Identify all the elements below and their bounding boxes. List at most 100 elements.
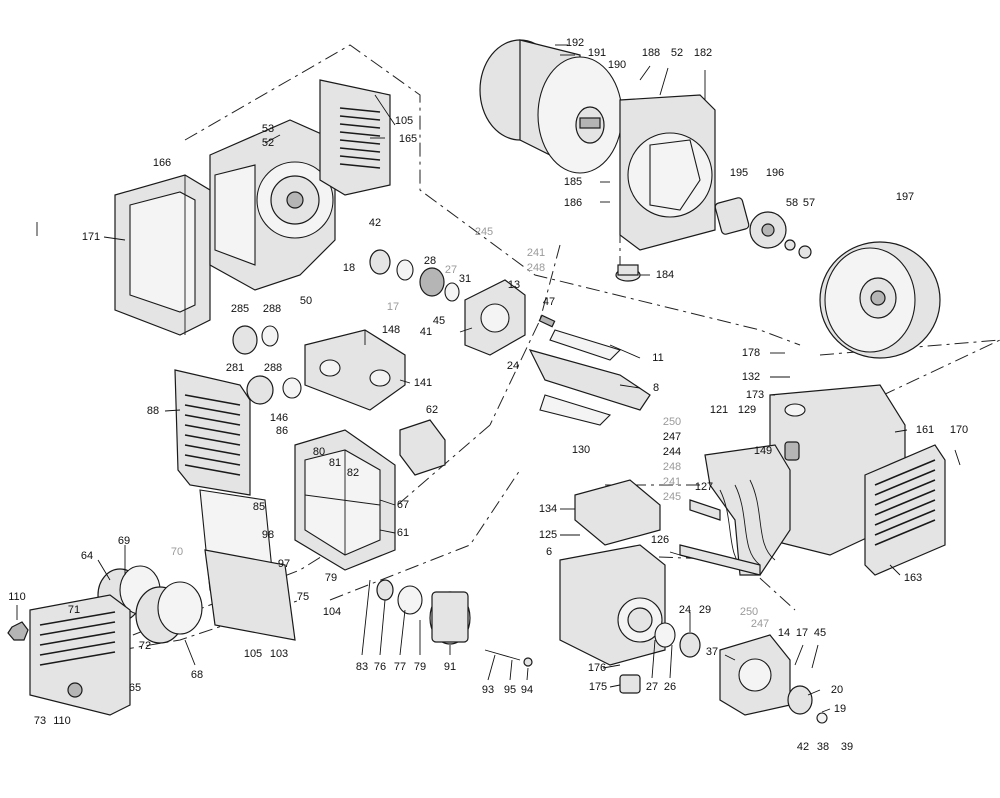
callout-121: 121 bbox=[709, 404, 729, 416]
bearing-plate bbox=[464, 279, 526, 356]
callout-190: 190 bbox=[607, 59, 627, 71]
callout-248b: 248 bbox=[662, 461, 682, 473]
oil-filter-91 bbox=[429, 591, 471, 645]
callout-161: 161 bbox=[915, 424, 935, 436]
callout-192: 192 bbox=[565, 37, 585, 49]
callout-76: 76 bbox=[373, 661, 387, 673]
callout-57: 57 bbox=[802, 197, 816, 209]
callout-61: 61 bbox=[396, 527, 410, 539]
callout-47: 47 bbox=[542, 296, 556, 308]
cover-plates bbox=[199, 489, 296, 641]
callout-186: 186 bbox=[563, 197, 583, 209]
coupling bbox=[714, 197, 812, 259]
callout-195: 195 bbox=[729, 167, 749, 179]
callout-125: 125 bbox=[538, 529, 558, 541]
callout-176: 176 bbox=[587, 662, 607, 674]
callout-170: 170 bbox=[949, 424, 969, 436]
callout-86: 86 bbox=[275, 425, 289, 437]
knob-110 bbox=[7, 621, 29, 641]
callout-65: 65 bbox=[128, 682, 142, 694]
callout-52: 52 bbox=[670, 47, 684, 59]
callout-104: 104 bbox=[322, 606, 342, 618]
callout-197: 197 bbox=[895, 191, 915, 203]
callout-77: 77 bbox=[393, 661, 407, 673]
side-grille-163 bbox=[864, 444, 946, 576]
callout-42: 42 bbox=[368, 217, 382, 229]
callout-165: 165 bbox=[398, 133, 418, 145]
foot-175 bbox=[619, 674, 641, 694]
callout-184: 184 bbox=[655, 269, 675, 281]
callout-288: 288 bbox=[262, 303, 282, 315]
callout-24: 24 bbox=[506, 360, 520, 372]
callout-17b: 17 bbox=[795, 627, 809, 639]
callout-178: 178 bbox=[741, 347, 761, 359]
callout-166: 166 bbox=[152, 157, 172, 169]
callout-244: 244 bbox=[662, 446, 682, 458]
callout-247b: 247 bbox=[750, 618, 770, 630]
callout-241b: 241 bbox=[662, 476, 682, 488]
callout-52b: 52 bbox=[261, 137, 275, 149]
callout-27: 27 bbox=[444, 264, 458, 276]
callout-127: 127 bbox=[694, 481, 714, 493]
top-grille-panel bbox=[319, 79, 391, 196]
callout-13: 13 bbox=[507, 279, 521, 291]
callout-126: 126 bbox=[650, 534, 670, 546]
callout-27b: 27 bbox=[645, 681, 659, 693]
callout-288b: 288 bbox=[263, 362, 283, 374]
callout-79b: 79 bbox=[413, 661, 427, 673]
leader-lines bbox=[16, 44, 961, 713]
bearing-parts bbox=[369, 249, 460, 302]
callout-105: 105 bbox=[394, 115, 414, 127]
callout-188: 188 bbox=[641, 47, 661, 59]
callout-72: 72 bbox=[138, 640, 152, 652]
callout-94: 94 bbox=[520, 684, 534, 696]
callout-79: 79 bbox=[324, 572, 338, 584]
callout-247: 247 bbox=[662, 431, 682, 443]
fan-wheel bbox=[819, 241, 941, 359]
callout-163: 163 bbox=[903, 572, 923, 584]
callout-85: 85 bbox=[252, 501, 266, 513]
callout-245: 245 bbox=[474, 226, 494, 238]
callout-45: 45 bbox=[432, 315, 446, 327]
callout-146: 146 bbox=[269, 412, 289, 424]
callout-62: 62 bbox=[425, 404, 439, 416]
callout-149: 149 bbox=[753, 445, 773, 457]
callout-68: 68 bbox=[190, 669, 204, 681]
callout-19: 19 bbox=[833, 703, 847, 715]
callout-67: 67 bbox=[396, 499, 410, 511]
callout-130: 130 bbox=[571, 444, 591, 456]
callout-70: 70 bbox=[170, 546, 184, 558]
callout-83: 83 bbox=[355, 661, 369, 673]
callout-182: 182 bbox=[693, 47, 713, 59]
callout-50: 50 bbox=[299, 295, 313, 307]
callout-26: 26 bbox=[663, 681, 677, 693]
callout-185: 185 bbox=[563, 176, 583, 188]
callout-88: 88 bbox=[146, 405, 160, 417]
callout-18: 18 bbox=[342, 262, 356, 274]
callout-110: 110 bbox=[8, 591, 26, 603]
callout-24b: 24 bbox=[678, 604, 692, 616]
callout-196: 196 bbox=[765, 167, 785, 179]
callout-31: 31 bbox=[458, 273, 472, 285]
callout-245b: 245 bbox=[662, 491, 682, 503]
callout-129: 129 bbox=[737, 404, 757, 416]
callout-97: 97 bbox=[277, 558, 291, 570]
callout-281: 281 bbox=[225, 362, 245, 374]
electric-motor bbox=[479, 39, 623, 174]
callout-285: 285 bbox=[230, 303, 250, 315]
callout-38: 38 bbox=[816, 741, 830, 753]
strip-126 bbox=[679, 544, 761, 576]
callout-82: 82 bbox=[346, 467, 360, 479]
callout-191: 191 bbox=[587, 47, 607, 59]
callout-42b: 42 bbox=[796, 741, 810, 753]
bracket-127 bbox=[689, 499, 721, 521]
central-box bbox=[294, 429, 396, 571]
callout-80: 80 bbox=[312, 446, 326, 458]
callout-64: 64 bbox=[80, 550, 94, 562]
callout-28: 28 bbox=[423, 255, 437, 267]
adapter-frame bbox=[114, 174, 211, 336]
callout-11: 11 bbox=[652, 352, 664, 364]
callout-58: 58 bbox=[785, 197, 799, 209]
pump-body bbox=[559, 544, 701, 666]
